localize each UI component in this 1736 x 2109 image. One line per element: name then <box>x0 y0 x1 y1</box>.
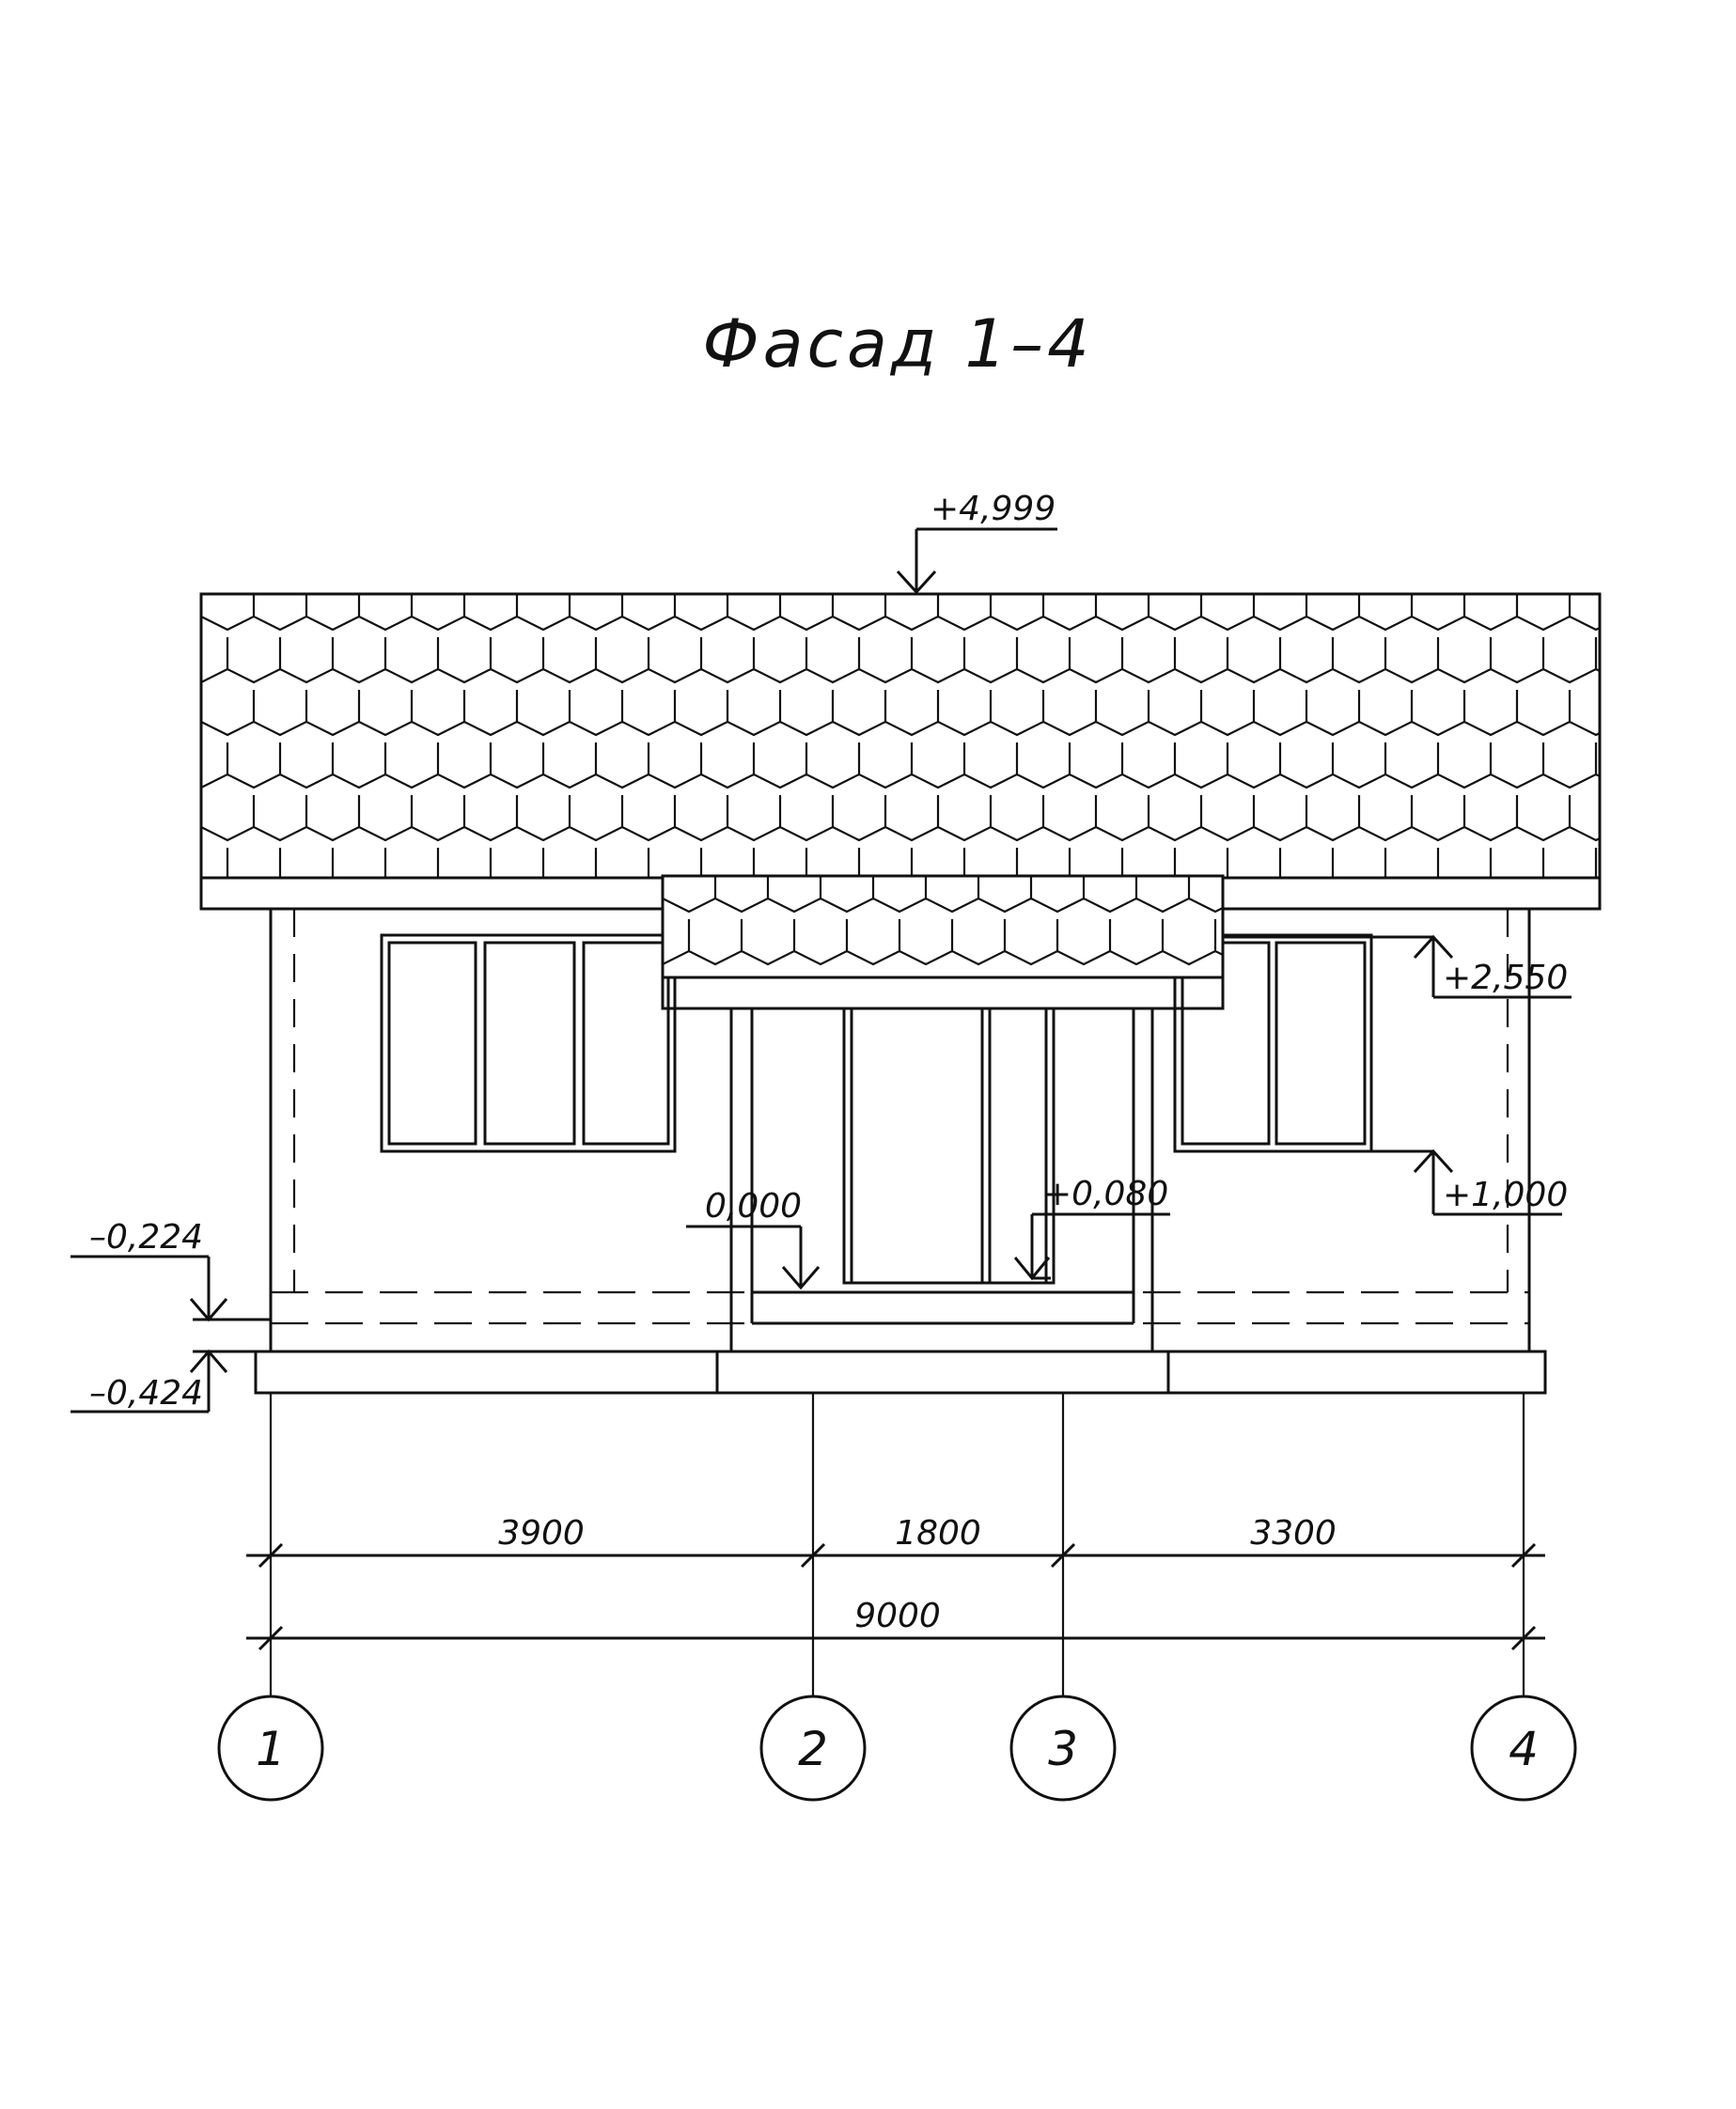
dimension-total-label: 9000 <box>854 1597 941 1635</box>
window-right-frame <box>1173 933 1373 1153</box>
grid-axis-lines <box>269 1393 1525 1696</box>
window-left-pane-3 <box>582 941 670 1146</box>
dimension-2-3-label: 1800 <box>895 1514 981 1553</box>
level-mark-sill: +1,000 <box>1371 1148 1568 1216</box>
level-top-label: +4,999 <box>931 490 1056 528</box>
level-mark-top: +4,999 <box>896 490 1057 595</box>
level-mark-ground-upper: –0,224 <box>70 1218 271 1322</box>
window-right <box>1173 933 1373 1153</box>
window-left-frame <box>380 933 677 1153</box>
window-left-pane-2 <box>483 941 576 1146</box>
porch-shingle-pattern <box>663 876 1223 966</box>
window-right-pane-1 <box>1181 941 1271 1146</box>
axis-label-2: 2 <box>798 1722 828 1776</box>
window-left-pane-1 <box>387 941 477 1146</box>
level-sill-label: +1,000 <box>1443 1176 1568 1214</box>
axis-bubbles: 1 2 3 4 <box>217 1695 1577 1802</box>
dimension-chain-total: 9000 <box>246 1597 1545 1651</box>
window-left <box>380 933 677 1153</box>
dimension-1-2-label: 3900 <box>498 1514 585 1553</box>
dimension-3-4-label: 3300 <box>1250 1514 1337 1553</box>
axis-bubble-4 <box>1470 1695 1577 1802</box>
axis-label-4: 4 <box>1509 1722 1539 1776</box>
level-ground-lower-label: –0,424 <box>89 1374 203 1413</box>
level-mark-eave: +2,550 <box>1223 934 1572 999</box>
foundation <box>254 1350 1547 1395</box>
axis-bubble-3 <box>1009 1695 1117 1802</box>
level-mark-zero: 0,000 <box>686 1187 821 1290</box>
roof-outline <box>199 592 1602 911</box>
axis-label-3: 3 <box>1048 1722 1078 1776</box>
foundation-strip <box>254 1350 1547 1395</box>
axis-bubble-2 <box>759 1695 867 1802</box>
entrance-door-frame <box>842 1007 1056 1285</box>
dimension-chain-spans: 3900 1800 3300 <box>246 1514 1545 1569</box>
window-right-pane-2 <box>1275 941 1367 1146</box>
level-zero-label: 0,000 <box>705 1187 802 1226</box>
axis-label-1: 1 <box>256 1722 286 1776</box>
level-mark-floor: +0,080 <box>1013 1175 1170 1281</box>
level-floor-label: +0,080 <box>1043 1175 1168 1213</box>
main-roof <box>199 592 1602 911</box>
level-eave-label: +2,550 <box>1443 959 1568 997</box>
porch <box>661 874 1225 1351</box>
drawing-title: Фасад 1–4 <box>702 305 1092 383</box>
level-ground-upper-label: –0,224 <box>89 1218 203 1257</box>
roof-shingle-pattern <box>201 594 1600 878</box>
level-mark-ground-lower: –0,424 <box>70 1349 256 1414</box>
axis-bubble-1 <box>217 1695 324 1802</box>
